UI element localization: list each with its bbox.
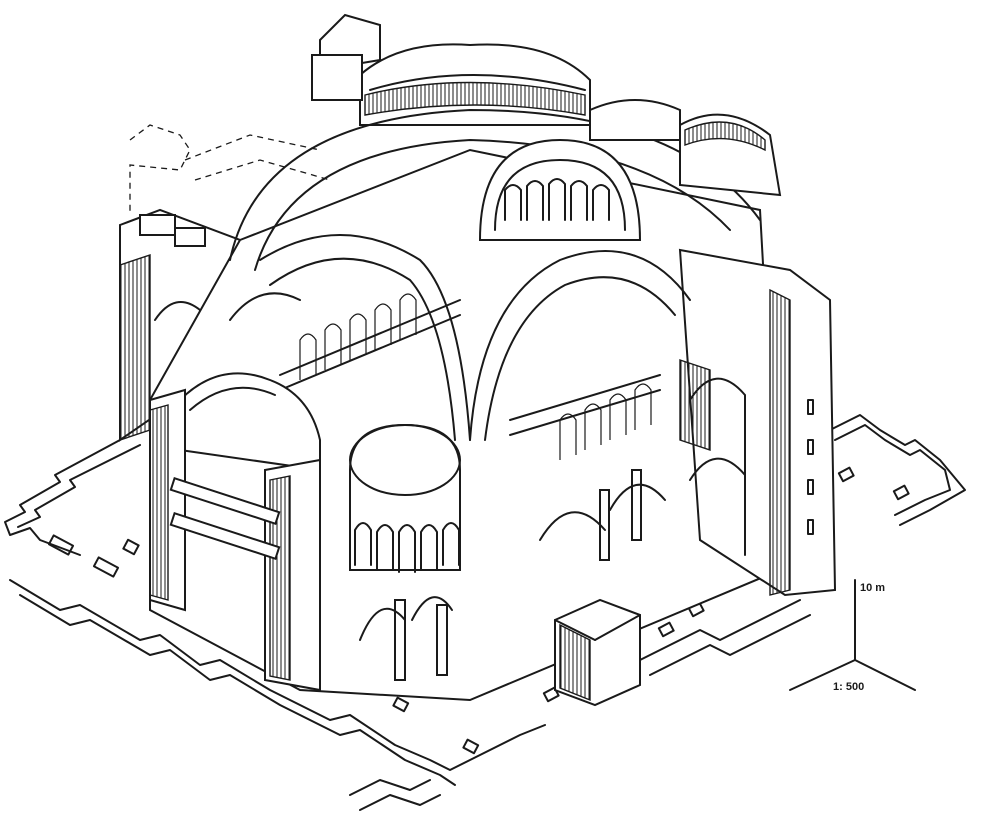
half-domes-right [589, 99, 782, 197]
upper-apse-arcade [504, 178, 610, 221]
dashed-reconstruction-lines [129, 84, 361, 215]
lower-apse-arcade [354, 522, 460, 573]
main-dome [229, 43, 761, 271]
scale-bar: 10 m 1: 500 [789, 579, 916, 693]
scale-height-label: 10 m [860, 582, 885, 594]
crossing-arches [229, 234, 691, 441]
lower-columns [394, 469, 666, 681]
buttress-block-front [554, 598, 641, 707]
lower-apse [349, 423, 461, 641]
scale-right-line [854, 659, 916, 691]
left-barrel-vault [149, 372, 321, 692]
upper-apse [478, 138, 642, 241]
scale-ratio-label: 1: 500 [833, 681, 864, 693]
top-left-turret [311, 13, 381, 101]
scale-left-line [789, 659, 856, 691]
gallery-arcades [279, 293, 661, 460]
